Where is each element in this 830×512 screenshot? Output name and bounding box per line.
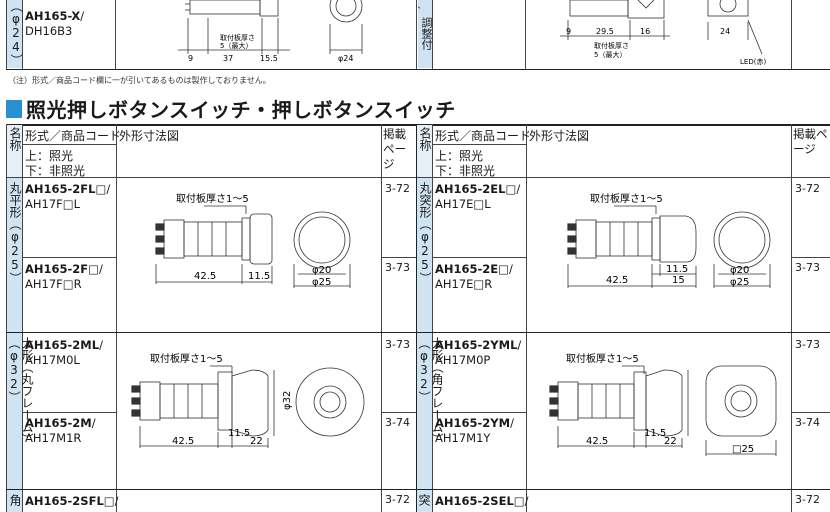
right-row1-drawing: 取付板厚さ1～5 42.5 11.5 15 φ20 φ25 xyxy=(567,192,771,288)
left-row1-label-cell: 丸平形（φ25） xyxy=(7,178,22,332)
top-right-dim-1: 29.5 xyxy=(596,27,614,36)
top-right-led: LED(赤) xyxy=(740,58,766,66)
right-row1-model1: AH165-2EL□/AH17E□L xyxy=(435,182,521,211)
right-row1-dim-c: 15 xyxy=(672,275,685,286)
right-row2-page1: 3-73 xyxy=(795,338,820,351)
right-row2-page2: 3-74 xyxy=(795,416,820,429)
top-left-drawing: 9 37 15.5 φ24 取付板厚さ 5（最大） xyxy=(178,0,363,63)
top-left-dim-3: φ24 xyxy=(338,54,353,63)
right-row2-model1: AH165-2YML/AH17M0P xyxy=(435,338,522,367)
top-left-dim-2: 15.5 xyxy=(260,54,278,63)
top-left-side-label: （φ24） xyxy=(7,0,23,68)
right-row2-label: 大形（角フレーム）（φ32） xyxy=(417,337,444,445)
left-row2-dim-b: 11.5 xyxy=(228,428,250,439)
header-drawing-right: 外形寸法図 xyxy=(529,129,590,143)
right-row2-dim-d: □25 xyxy=(732,444,754,455)
right-row1-dim-b: 11.5 xyxy=(666,264,688,275)
right-row1-page2: 3-73 xyxy=(795,261,820,274)
left-row1-drawing: 取付板厚さ1～5 42.5 11.5 φ20 φ25 xyxy=(155,192,351,288)
right-row2-drawing: 取付板厚さ1～5 42.5 11.5 22 □25 xyxy=(549,352,777,456)
header-page-right: 掲載ページ xyxy=(793,127,828,156)
left-row2-model1: AH165-2ML/AH17M0L xyxy=(25,338,103,367)
right-row1-model2: AH165-2E□/AH17E□R xyxy=(435,262,513,291)
right-row1-dim-e: φ25 xyxy=(730,277,749,288)
top-table: （φ24） AH165-X/ DH16B3 調整付（18×24） 9 37 15… xyxy=(0,0,830,70)
left-row2-plate: 取付板厚さ1～5 xyxy=(150,352,223,365)
left-row2-drawing: 取付板厚さ1～5 42.5 11.5 22 φ32 xyxy=(131,352,365,448)
right-row2-plate: 取付板厚さ1～5 xyxy=(566,352,639,365)
header-model-left: 形式／商品コード xyxy=(25,129,122,143)
left-row2-page2: 3-74 xyxy=(385,416,410,429)
left-row3-model1: AH165-2SFL□/ xyxy=(25,494,119,508)
top-right-drawing: 9 29.5 16 24 取付板厚さ 5（最大） LED(赤) xyxy=(560,0,766,66)
left-row1-page2: 3-73 xyxy=(385,261,410,274)
right-row1-dim-a: 42.5 xyxy=(606,275,628,286)
left-row1-dim-a: 42.5 xyxy=(194,271,216,282)
right-row1-dim-d: φ20 xyxy=(730,265,749,276)
section-title-bar: 照光押しボタンスイッチ・押しボタンスイッチ xyxy=(6,94,456,123)
header-upper-left: 上：照光 xyxy=(25,149,74,163)
section-title: 照光押しボタンスイッチ・押しボタンスイッチ xyxy=(26,98,456,122)
top-left-model-sub: DH16B3 xyxy=(25,24,73,38)
left-row2-model2: AH165-2M/AH17M1R xyxy=(25,416,96,445)
main-table: 名称 形式／商品コード 上：照光 下：非照光 外形寸法図 掲載ページ 名称 形式… xyxy=(6,124,830,512)
left-row1-page1: 3-72 xyxy=(385,182,410,195)
top-right-dim-2: 16 xyxy=(640,27,650,36)
header-drawing-left: 外形寸法図 xyxy=(119,129,180,143)
header-page-left: 掲載ページ xyxy=(383,127,406,171)
left-row1-dim-c: φ20 xyxy=(312,265,331,276)
top-left-model-code: AH165-X xyxy=(25,9,81,23)
section-title-marker xyxy=(6,99,22,118)
right-row3-model1: AH165-2SEL□/ xyxy=(435,494,529,508)
top-left-plate-label: 取付板厚さ xyxy=(220,33,255,42)
header-name-right: 名称 xyxy=(417,125,432,177)
header-lower-right: 下：非照光 xyxy=(435,164,496,178)
top-left-model: AH165-X/ DH16B3 xyxy=(25,9,85,38)
right-row3-page1: 3-72 xyxy=(795,493,820,506)
left-row2-dim-a: 42.5 xyxy=(172,436,194,447)
header-upper-right: 上：照光 xyxy=(435,149,484,163)
top-left-plate-max: 5（最大） xyxy=(220,41,252,50)
left-row1-label: 丸平形（φ25） xyxy=(8,182,22,284)
top-right-side-label: 調整付（18×24） xyxy=(418,0,432,68)
left-row1-dim-d: φ25 xyxy=(312,277,331,288)
right-row2-dim-a: 42.5 xyxy=(586,436,608,447)
top-right-plate-label: 取付板厚さ xyxy=(594,41,629,50)
top-left-dim-1: 37 xyxy=(223,54,233,63)
left-row1-model1: AH165-2FL□/AH17F□L xyxy=(25,182,111,211)
right-row2-dim-b: 11.5 xyxy=(644,428,666,439)
header-lower-left: 下：非照光 xyxy=(25,164,86,178)
header-name-left: 名称 xyxy=(7,125,22,177)
footnote: （注）形式／商品コード欄に一が引いてあるものは製作しておりません。 xyxy=(8,76,271,85)
left-row1-plate: 取付板厚さ1～5 xyxy=(176,192,249,205)
left-row1-model2: AH165-2F□/AH17F□R xyxy=(25,262,103,291)
left-row2-dim-c: 22 xyxy=(250,436,263,447)
top-left-dim-0: 9 xyxy=(188,54,193,63)
left-row2-page1: 3-73 xyxy=(385,338,410,351)
top-right-dim-3: 24 xyxy=(720,27,730,36)
left-row2-dim-d: φ32 xyxy=(282,391,293,410)
left-row3-label-cell: 角 xyxy=(7,490,22,512)
left-row3-page1: 3-72 xyxy=(385,493,410,506)
top-right-plate-max: 5（最大） xyxy=(594,50,626,59)
left-row2-label: 大形（丸フレーム）（φ32） xyxy=(7,337,34,445)
right-row2-label-cell: 大形（角フレーム）（φ32） xyxy=(417,333,444,489)
left-row1-dim-b: 11.5 xyxy=(248,271,270,282)
right-row3-label: 角突 xyxy=(417,494,432,506)
right-row3-label-cell: 角突 xyxy=(417,490,432,512)
right-row1-label-cell: 丸突形（φ25） xyxy=(417,178,432,332)
right-row2-dim-c: 22 xyxy=(664,436,677,447)
right-row1-plate: 取付板厚さ1～5 xyxy=(590,192,663,205)
left-row3-label: 角 xyxy=(8,494,22,506)
right-row1-page1: 3-72 xyxy=(795,182,820,195)
left-row2-label-cell: 大形（丸フレーム）（φ32） xyxy=(7,333,34,489)
top-right-dim-0: 9 xyxy=(566,27,571,36)
right-row1-label: 丸突形（φ25） xyxy=(418,182,432,284)
right-row2-model2: AH165-2YM/AH17M1Y xyxy=(435,416,514,445)
header-model-right: 形式／商品コード xyxy=(435,129,532,143)
